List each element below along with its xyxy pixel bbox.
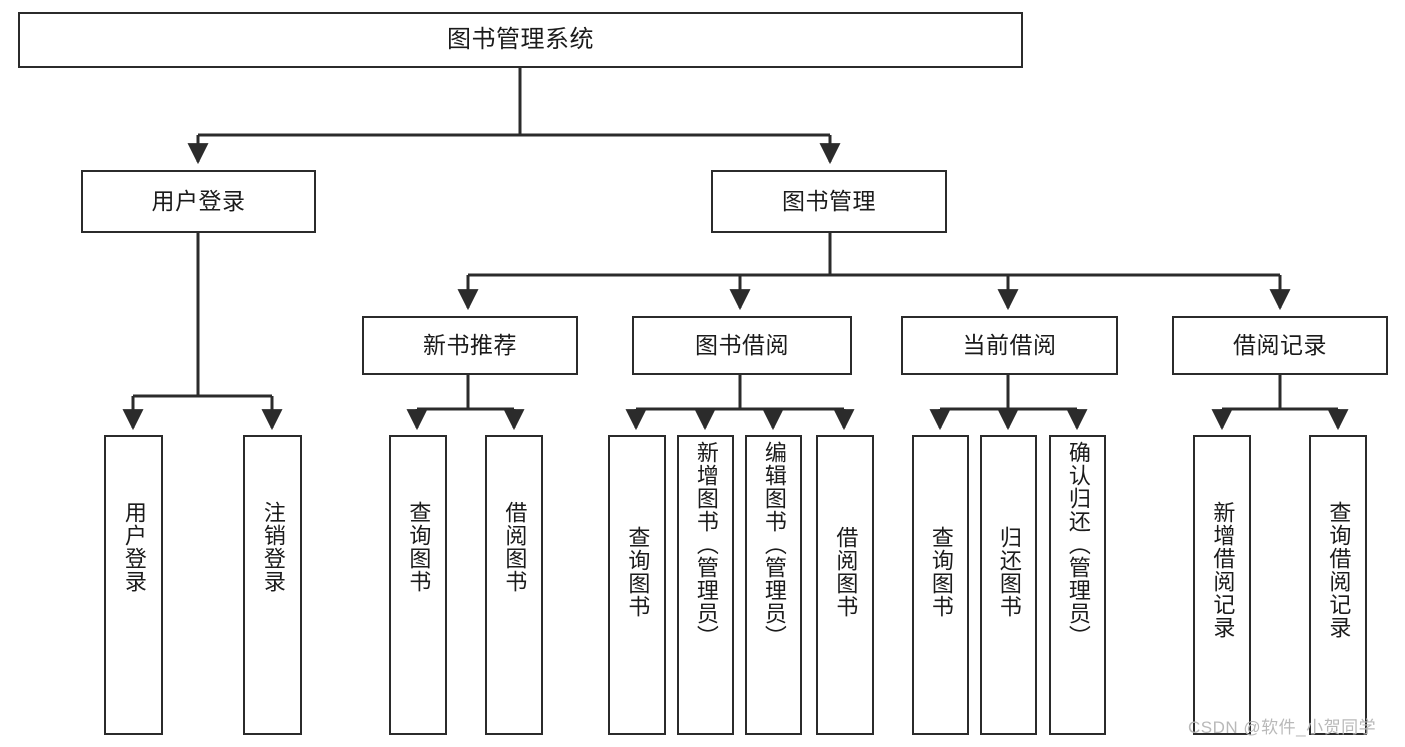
node-label: 查询图书 bbox=[406, 501, 432, 593]
leaf-query-borrow-record[interactable]: 查询借阅记录 bbox=[1309, 435, 1367, 735]
leaf-query-book-recommend[interactable]: 查询图书 bbox=[389, 435, 447, 735]
leaf-user-logout[interactable]: 注销登录 bbox=[243, 435, 302, 735]
node-label: 用户登录 bbox=[121, 501, 147, 593]
leaf-return-book[interactable]: 归还图书 bbox=[980, 435, 1037, 735]
node-label: 借阅图书 bbox=[833, 526, 859, 618]
leaf-add-borrow-record[interactable]: 新增借阅记录 bbox=[1193, 435, 1251, 735]
node-label: 注销登录 bbox=[260, 501, 286, 593]
node-book-borrow[interactable]: 图书借阅 bbox=[632, 316, 852, 375]
node-label: 图书借阅 bbox=[695, 332, 789, 359]
node-label: 借阅记录 bbox=[1233, 332, 1327, 359]
node-current-borrow[interactable]: 当前借阅 bbox=[901, 316, 1118, 375]
node-label: 借阅图书 bbox=[502, 501, 528, 593]
leaf-borrow-book[interactable]: 借阅图书 bbox=[816, 435, 874, 735]
node-label: 新增借阅记录 bbox=[1210, 501, 1236, 639]
node-label: 归还图书 bbox=[996, 526, 1022, 618]
node-label: 当前借阅 bbox=[962, 332, 1057, 359]
leaf-query-book-current[interactable]: 查询图书 bbox=[912, 435, 969, 735]
node-label: 查询借阅记录 bbox=[1326, 501, 1352, 639]
node-label: 编辑图书（管理员） bbox=[761, 441, 787, 648]
node-label: 图书管理系统 bbox=[447, 26, 594, 54]
node-label: 新增图书（管理员） bbox=[693, 441, 719, 648]
node-label: 用户登录 bbox=[151, 188, 246, 215]
leaf-edit-book-admin[interactable]: 编辑图书（管理员） bbox=[745, 435, 802, 735]
node-new-book-recommend[interactable]: 新书推荐 bbox=[362, 316, 578, 375]
leaf-confirm-return-admin[interactable]: 确认归还（管理员） bbox=[1049, 435, 1106, 735]
node-label: 查询图书 bbox=[625, 526, 651, 618]
node-label: 查询图书 bbox=[928, 526, 954, 618]
node-user-login[interactable]: 用户登录 bbox=[81, 170, 316, 233]
leaf-add-book-admin[interactable]: 新增图书（管理员） bbox=[677, 435, 734, 735]
leaf-borrow-book-recommend[interactable]: 借阅图书 bbox=[485, 435, 543, 735]
node-root-system[interactable]: 图书管理系统 bbox=[18, 12, 1023, 68]
node-label: 图书管理 bbox=[782, 188, 876, 215]
leaf-user-login[interactable]: 用户登录 bbox=[104, 435, 163, 735]
node-borrow-record[interactable]: 借阅记录 bbox=[1172, 316, 1388, 375]
csdn-watermark: CSDN @软件_小贺同学 bbox=[1188, 718, 1377, 737]
node-label: 确认归还（管理员） bbox=[1065, 441, 1091, 648]
node-label: 新书推荐 bbox=[423, 332, 517, 359]
node-book-management[interactable]: 图书管理 bbox=[711, 170, 947, 233]
leaf-query-book-borrow[interactable]: 查询图书 bbox=[608, 435, 666, 735]
